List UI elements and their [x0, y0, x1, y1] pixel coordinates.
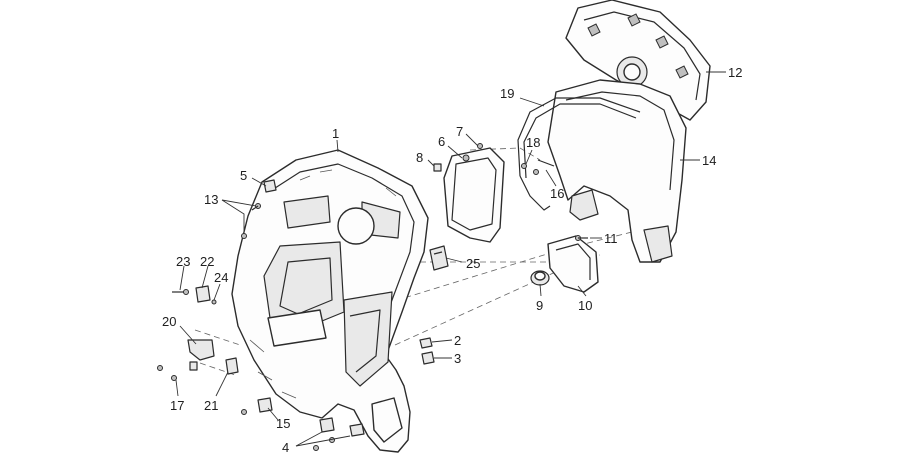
leader-lines [175, 71, 726, 447]
callout-4: 4 [282, 440, 289, 455]
callout-22: 22 [200, 254, 214, 269]
callout-11: 11 [604, 231, 618, 246]
side-clip [429, 245, 449, 271]
callout-8: 8 [416, 150, 423, 165]
callout-10: 10 [578, 298, 592, 313]
callout-14: 14 [702, 153, 716, 168]
callout-25: 25 [466, 256, 480, 271]
inner-back-panel [547, 79, 687, 263]
callout-13: 13 [204, 192, 218, 207]
callout-2: 2 [454, 333, 461, 348]
callout-19: 19 [500, 86, 514, 101]
glove-box-door [443, 147, 505, 243]
callout-7: 7 [456, 124, 463, 139]
duct-bracket [547, 235, 599, 293]
callout-6: 6 [438, 134, 445, 149]
callout-16: 16 [550, 186, 564, 201]
callout-21: 21 [204, 398, 218, 413]
callout-15: 15 [276, 416, 290, 431]
grommet [530, 270, 550, 286]
callout-12: 12 [728, 65, 742, 80]
callout-23: 23 [176, 254, 190, 269]
callout-3: 3 [454, 351, 461, 366]
callout-1: 1 [332, 126, 339, 141]
hardware [157, 143, 588, 451]
callout-20: 20 [162, 314, 176, 329]
callout-9: 9 [536, 298, 543, 313]
callout-17: 17 [170, 398, 184, 413]
callout-5: 5 [240, 168, 247, 183]
callout-18: 18 [526, 135, 540, 150]
callout-labels: 1 2 3 4 5 6 7 8 9 10 11 12 13 14 15 16 1… [162, 65, 742, 455]
top-shield-cap [565, 0, 711, 121]
edge-trim-strip [517, 97, 641, 211]
callout-24: 24 [214, 270, 228, 285]
leg-shield-panel [231, 149, 429, 453]
